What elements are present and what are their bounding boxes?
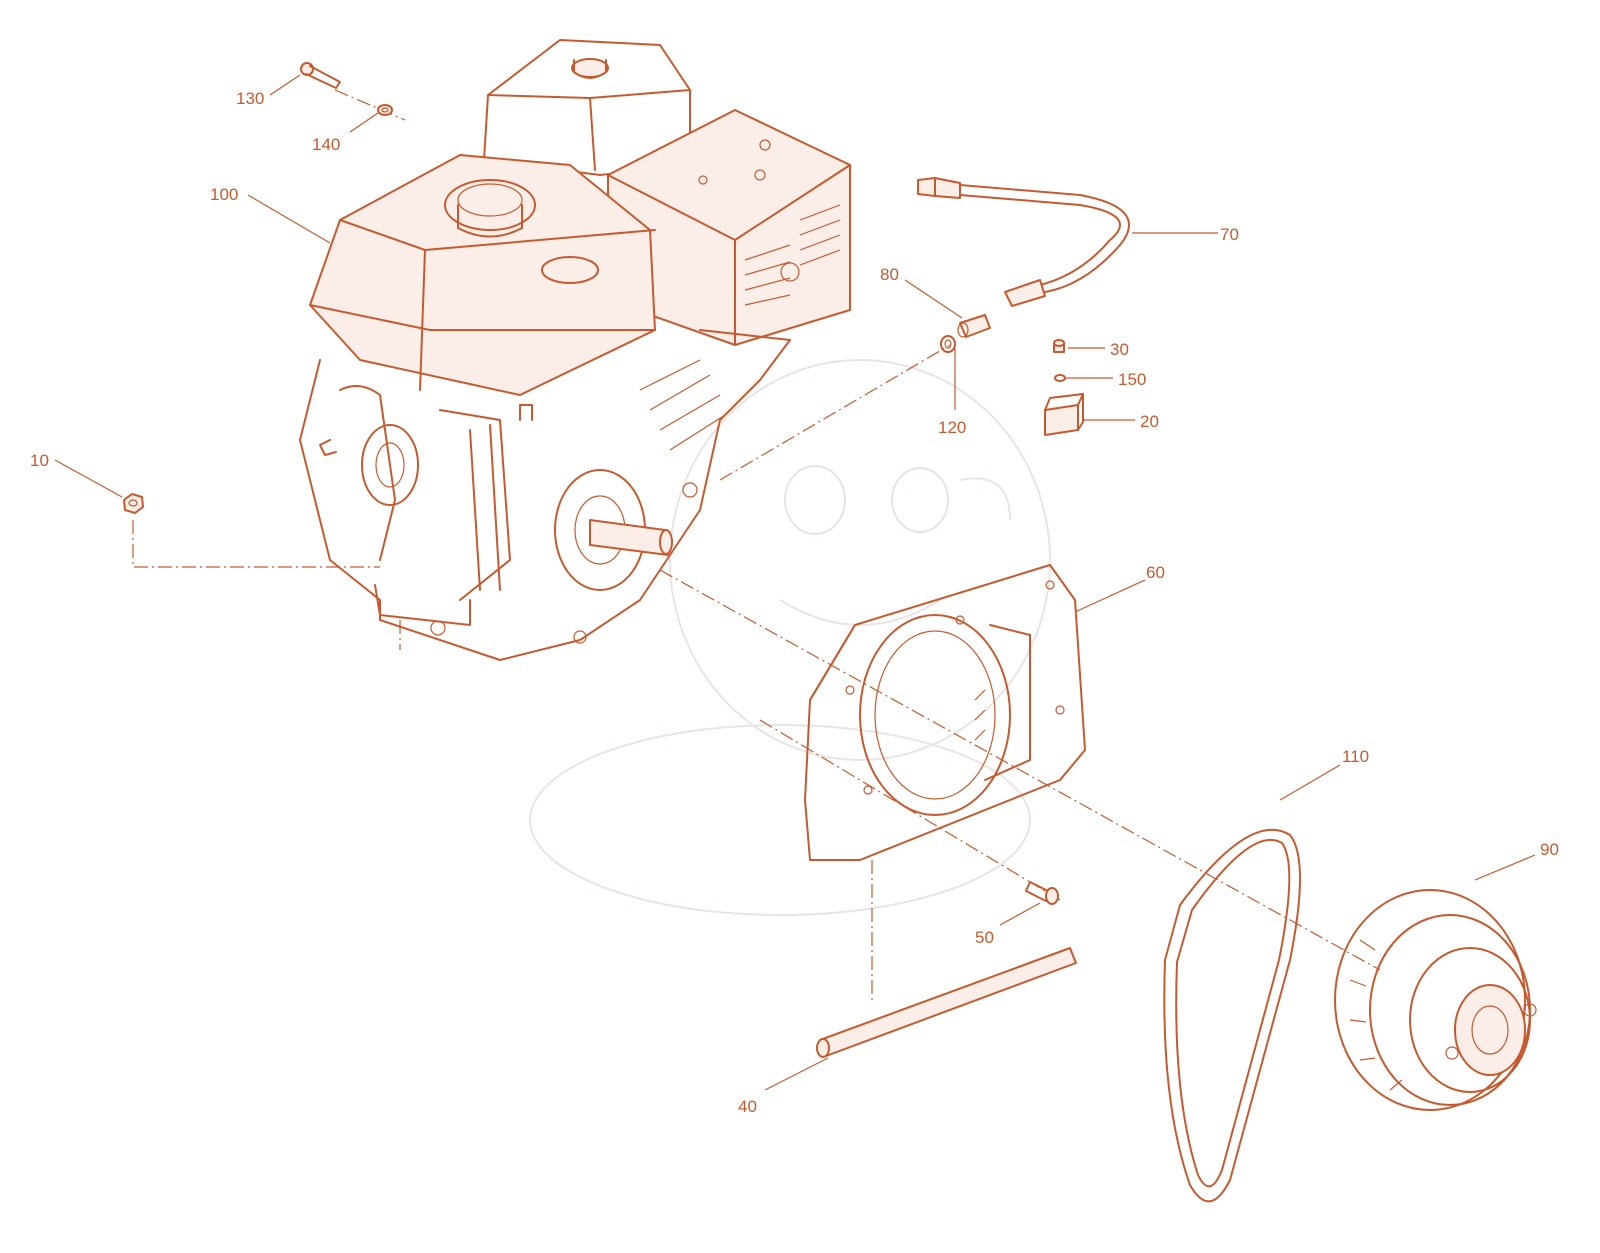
- callout-40: 40: [738, 1097, 757, 1116]
- screw-50: [1025, 881, 1059, 905]
- pulley-90: [1334, 889, 1537, 1111]
- callout-30: 30: [1110, 340, 1129, 359]
- callout-80: 80: [880, 265, 899, 284]
- belt-110: [1163, 828, 1301, 1203]
- callout-70: 70: [1220, 225, 1239, 244]
- background-watermark: [529, 359, 1051, 916]
- callout-labels: 10 20 30 40 50 60 70 80 90 100 110 120 1…: [30, 89, 1559, 1116]
- mounting-plate-60: [804, 564, 1086, 861]
- callout-50: 50: [975, 928, 994, 947]
- clip-20: [1044, 393, 1084, 436]
- callout-150: 150: [1118, 370, 1146, 389]
- fitting-80: [957, 314, 991, 338]
- callout-10: 10: [30, 451, 49, 470]
- callout-130: 130: [236, 89, 264, 108]
- callout-60: 60: [1146, 563, 1165, 582]
- callout-140: 140: [312, 135, 340, 154]
- rod-40: [816, 947, 1077, 1058]
- nut-10: [123, 493, 144, 514]
- callout-20: 20: [1140, 412, 1159, 431]
- callout-110: 110: [1342, 747, 1369, 766]
- callout-100: 100: [210, 185, 238, 204]
- callout-120: 120: [938, 418, 966, 437]
- hose-70: [917, 177, 1130, 307]
- washer-150: [1054, 374, 1066, 382]
- washer-120: [940, 335, 956, 353]
- nut-140: [377, 104, 393, 116]
- callout-90: 90: [1540, 840, 1559, 859]
- screw-30: [1053, 339, 1065, 353]
- leader-lines: [54, 74, 1536, 1091]
- bolt-130: [300, 62, 341, 89]
- engine-100: [299, 39, 851, 661]
